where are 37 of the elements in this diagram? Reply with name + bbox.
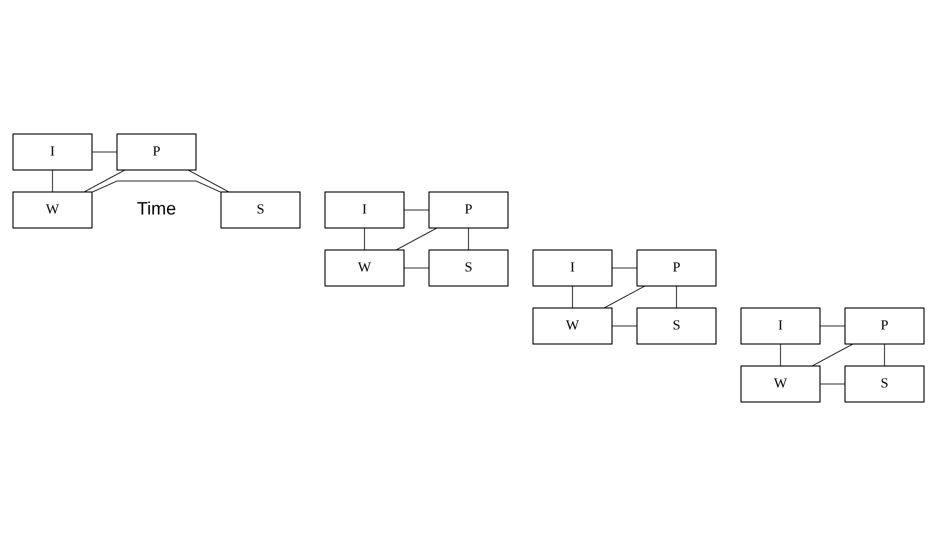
connector xyxy=(780,343,781,366)
node-box: W xyxy=(324,249,404,286)
node-box: P xyxy=(636,249,716,286)
connector xyxy=(612,325,638,326)
node-box: P xyxy=(116,133,196,170)
connector xyxy=(676,285,677,308)
node-box: I xyxy=(12,133,92,170)
connector xyxy=(572,285,573,308)
connector xyxy=(820,325,846,326)
connector xyxy=(604,285,646,308)
connector xyxy=(404,209,430,210)
label: Time xyxy=(136,198,176,218)
connector xyxy=(612,267,638,268)
node-box: P xyxy=(428,191,508,228)
connector xyxy=(404,267,430,268)
node-box: S xyxy=(220,191,300,228)
node-box: S xyxy=(844,365,924,402)
node-box: P xyxy=(844,307,924,344)
connector xyxy=(364,227,365,250)
node-box: S xyxy=(428,249,508,286)
connector xyxy=(52,169,53,192)
connector xyxy=(468,227,469,250)
connector xyxy=(188,169,230,192)
node-box: I xyxy=(324,191,404,228)
connector xyxy=(812,343,854,366)
node-box: W xyxy=(740,365,820,402)
connector xyxy=(84,169,126,192)
connector xyxy=(884,343,885,366)
connector xyxy=(92,151,118,152)
connector xyxy=(396,227,438,250)
connector xyxy=(820,383,846,384)
node-box: W xyxy=(532,307,612,344)
connector xyxy=(92,180,222,192)
node-box: I xyxy=(740,307,820,344)
node-box: W xyxy=(12,191,92,228)
node-box: S xyxy=(636,307,716,344)
node-box: I xyxy=(532,249,612,286)
